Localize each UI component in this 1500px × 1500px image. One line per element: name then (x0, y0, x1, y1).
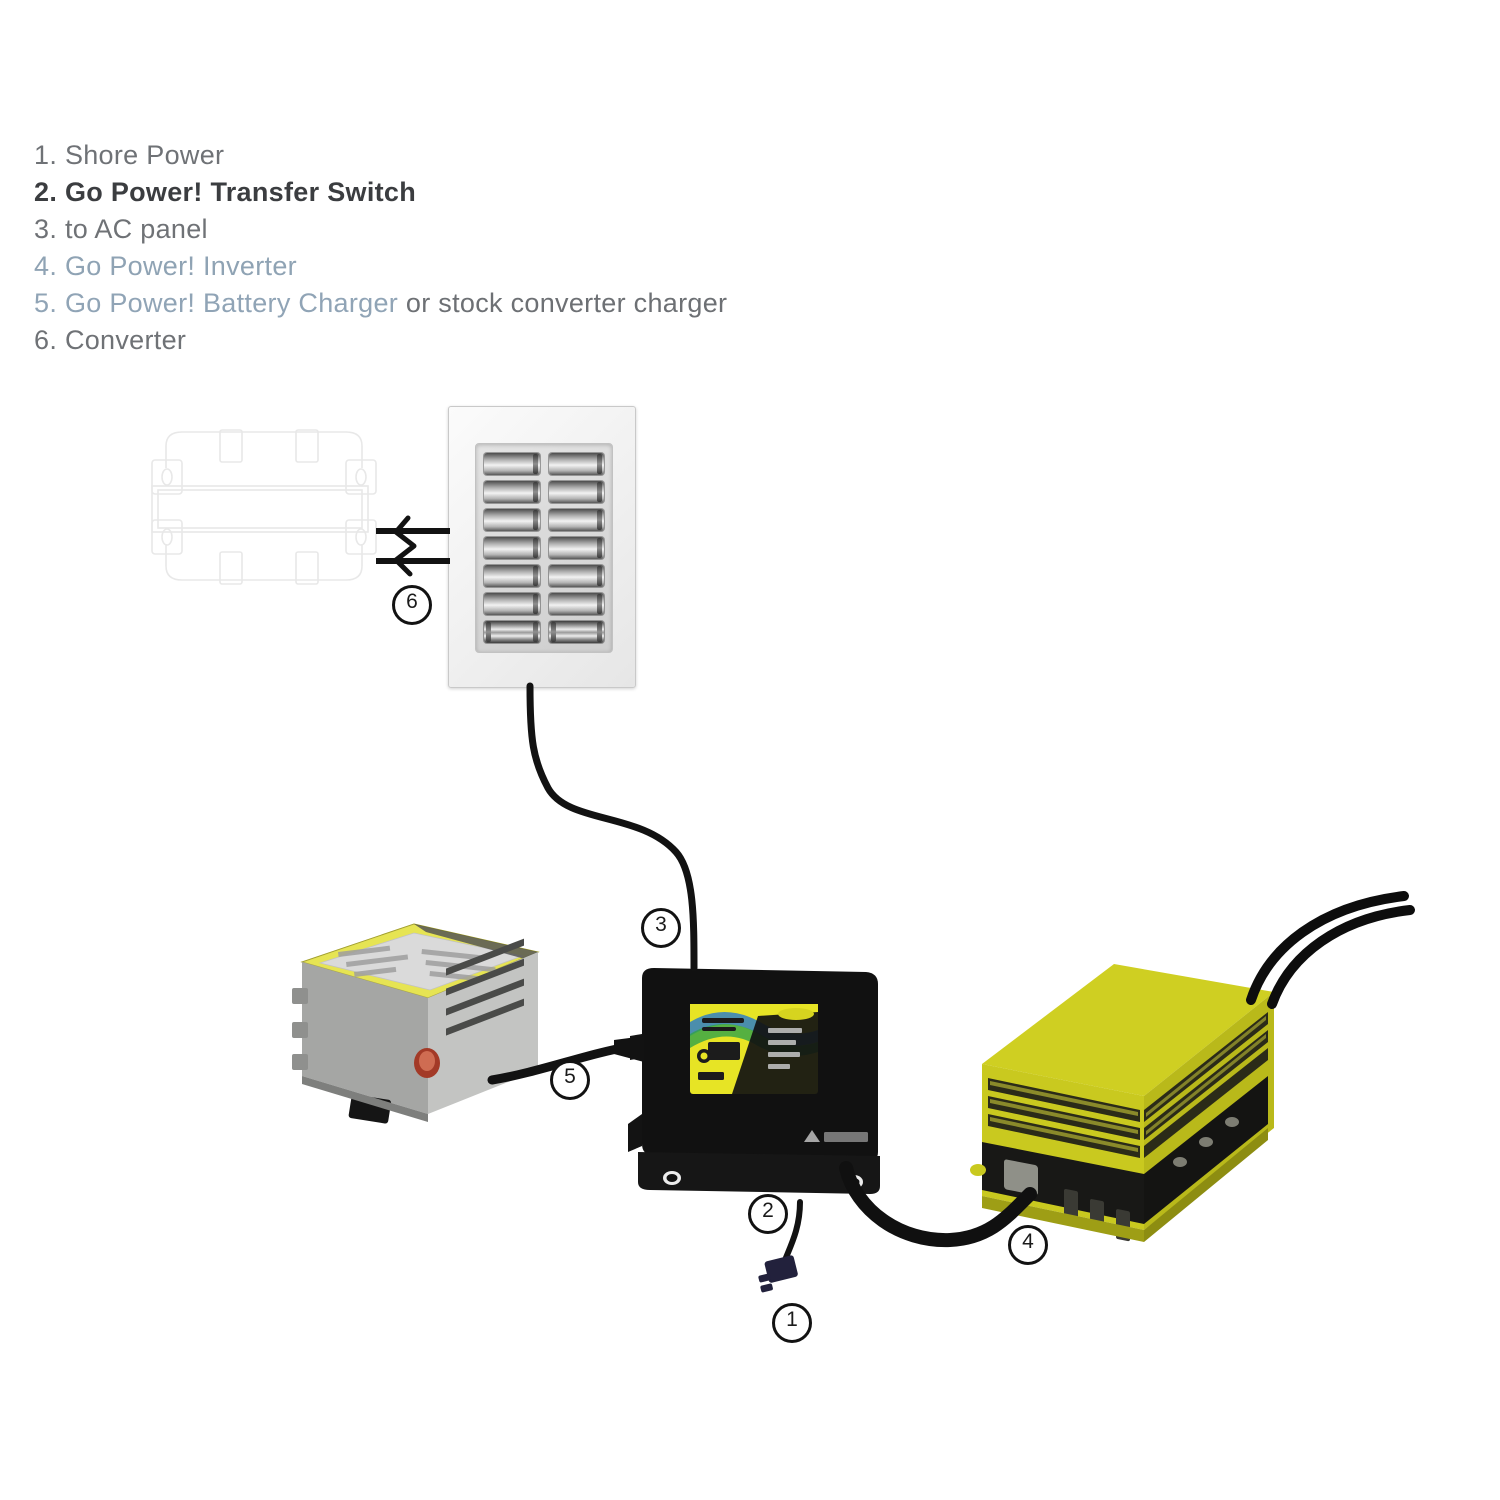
legend-item-6-label: Converter (64, 325, 187, 355)
breaker-switch-double-pole[interactable] (484, 621, 540, 643)
legend-item-3: 3. to AC panel (34, 212, 794, 247)
callout-1[interactable]: 1 (772, 1303, 812, 1343)
legend-item-5-label-primary: Go Power! Battery Charger (64, 288, 399, 318)
transfer-switch-unit (628, 968, 880, 1194)
legend-item-1: 1. Shore Power (34, 138, 794, 173)
callout-2[interactable]: 2 (748, 1194, 788, 1234)
breaker-grid (484, 453, 604, 643)
breaker-switch-double-pole[interactable] (548, 621, 604, 643)
callout-3[interactable]: 3 (641, 908, 681, 948)
legend-item-5-label-secondary: or stock converter charger (398, 288, 728, 318)
inverter-unit (970, 964, 1274, 1242)
legend-item-4-label: Go Power! Inverter (64, 251, 297, 281)
legend-item-6: 6. Converter (34, 323, 794, 358)
breaker-switch[interactable] (548, 565, 604, 587)
breaker-switch[interactable] (484, 537, 540, 559)
legend-item-5-number: 5. (34, 288, 58, 318)
breaker-switch[interactable] (484, 565, 540, 587)
breaker-switch[interactable] (548, 509, 604, 531)
ac-panel-recess (475, 443, 613, 653)
callout-4[interactable]: 4 (1008, 1225, 1048, 1265)
breaker-switch[interactable] (484, 481, 540, 503)
breaker-switch[interactable] (484, 509, 540, 531)
legend-item-2-label: Go Power! Transfer Switch (64, 177, 417, 207)
breaker-switch[interactable] (548, 537, 604, 559)
legend: 1. Shore Power 2. Go Power! Transfer Swi… (34, 138, 794, 360)
breaker-switch[interactable] (484, 593, 540, 615)
legend-item-4-number: 4. (34, 251, 58, 281)
callout-5[interactable]: 5 (550, 1060, 590, 1100)
battery-charger-unit (292, 923, 540, 1124)
shore-power-plug (758, 1255, 798, 1293)
callout-6[interactable]: 6 (392, 585, 432, 625)
legend-item-5: 5. Go Power! Battery Charger or stock co… (34, 286, 794, 321)
legend-item-3-label: to AC panel (64, 214, 208, 244)
wire-converter-to-panel (376, 515, 450, 577)
legend-item-2: 2. Go Power! Transfer Switch (34, 175, 794, 210)
breaker-switch[interactable] (484, 453, 540, 475)
breaker-switch[interactable] (548, 453, 604, 475)
legend-item-4: 4. Go Power! Inverter (34, 249, 794, 284)
legend-item-2-number: 2. (34, 177, 58, 207)
breaker-switch[interactable] (548, 593, 604, 615)
legend-item-3-number: 3. (34, 214, 58, 244)
ac-distribution-panel (448, 406, 636, 688)
ghost-converter-outline (151, 429, 377, 585)
breaker-switch[interactable] (548, 481, 604, 503)
legend-item-6-number: 6. (34, 325, 58, 355)
inverter-dc-cable-negative (1267, 905, 1415, 1009)
legend-item-1-label: Shore Power (64, 140, 225, 170)
legend-item-1-number: 1. (34, 140, 58, 170)
